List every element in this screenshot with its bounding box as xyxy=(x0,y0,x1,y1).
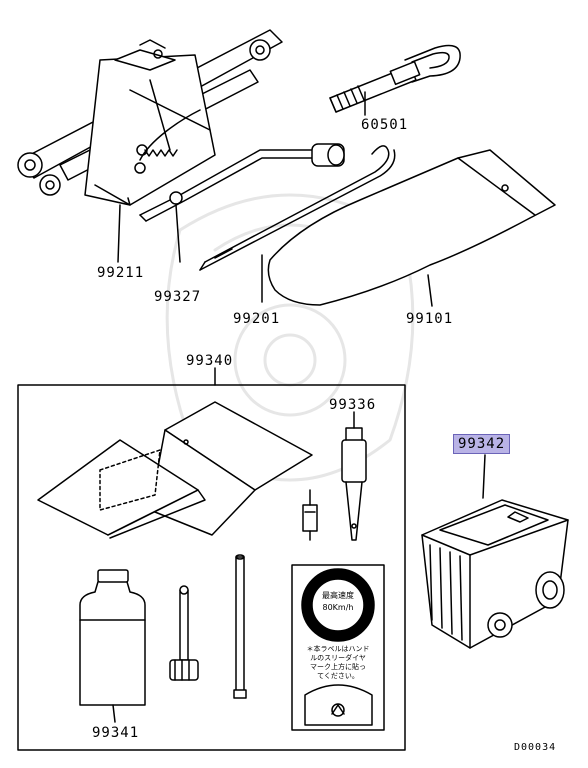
sticker-note: ＊本ラベルはハンド ルのスリーダイヤ マーク上方に貼っ てください。 xyxy=(306,645,370,680)
part-label-99201: 99201 xyxy=(233,311,281,327)
sticker-speed-title: 最高速度 xyxy=(322,591,354,600)
part-label-99336: 99336 xyxy=(329,397,377,413)
part-label-99101: 99101 xyxy=(406,311,454,327)
diagram-code: D00034 xyxy=(514,742,557,753)
kit-box xyxy=(17,367,406,751)
sticker-speed-value: 80Km/h xyxy=(322,603,354,612)
pin-tool-icon xyxy=(169,585,199,681)
tool-bag-icon xyxy=(267,149,556,307)
scissor-jack-icon xyxy=(17,29,283,263)
part-label-99341: 99341 xyxy=(92,725,140,741)
valve-tool-icon xyxy=(302,411,367,541)
sealant-bottle-icon xyxy=(79,569,146,723)
part-label-99211: 99211 xyxy=(97,265,145,281)
wheel-brace-icon xyxy=(139,143,345,263)
instruction-booklet-icon xyxy=(37,401,313,539)
jack-handle-icon xyxy=(199,145,396,303)
speed-sticker-icon xyxy=(291,564,385,731)
compressor-icon xyxy=(421,454,569,649)
hose-icon xyxy=(233,554,247,699)
part-label-99327: 99327 xyxy=(154,289,202,305)
part-label-60501: 60501 xyxy=(361,117,409,133)
eye-bolt-icon xyxy=(329,44,461,116)
part-label-99342[interactable]: 99342 xyxy=(453,434,511,454)
part-label-99340: 99340 xyxy=(186,353,234,369)
